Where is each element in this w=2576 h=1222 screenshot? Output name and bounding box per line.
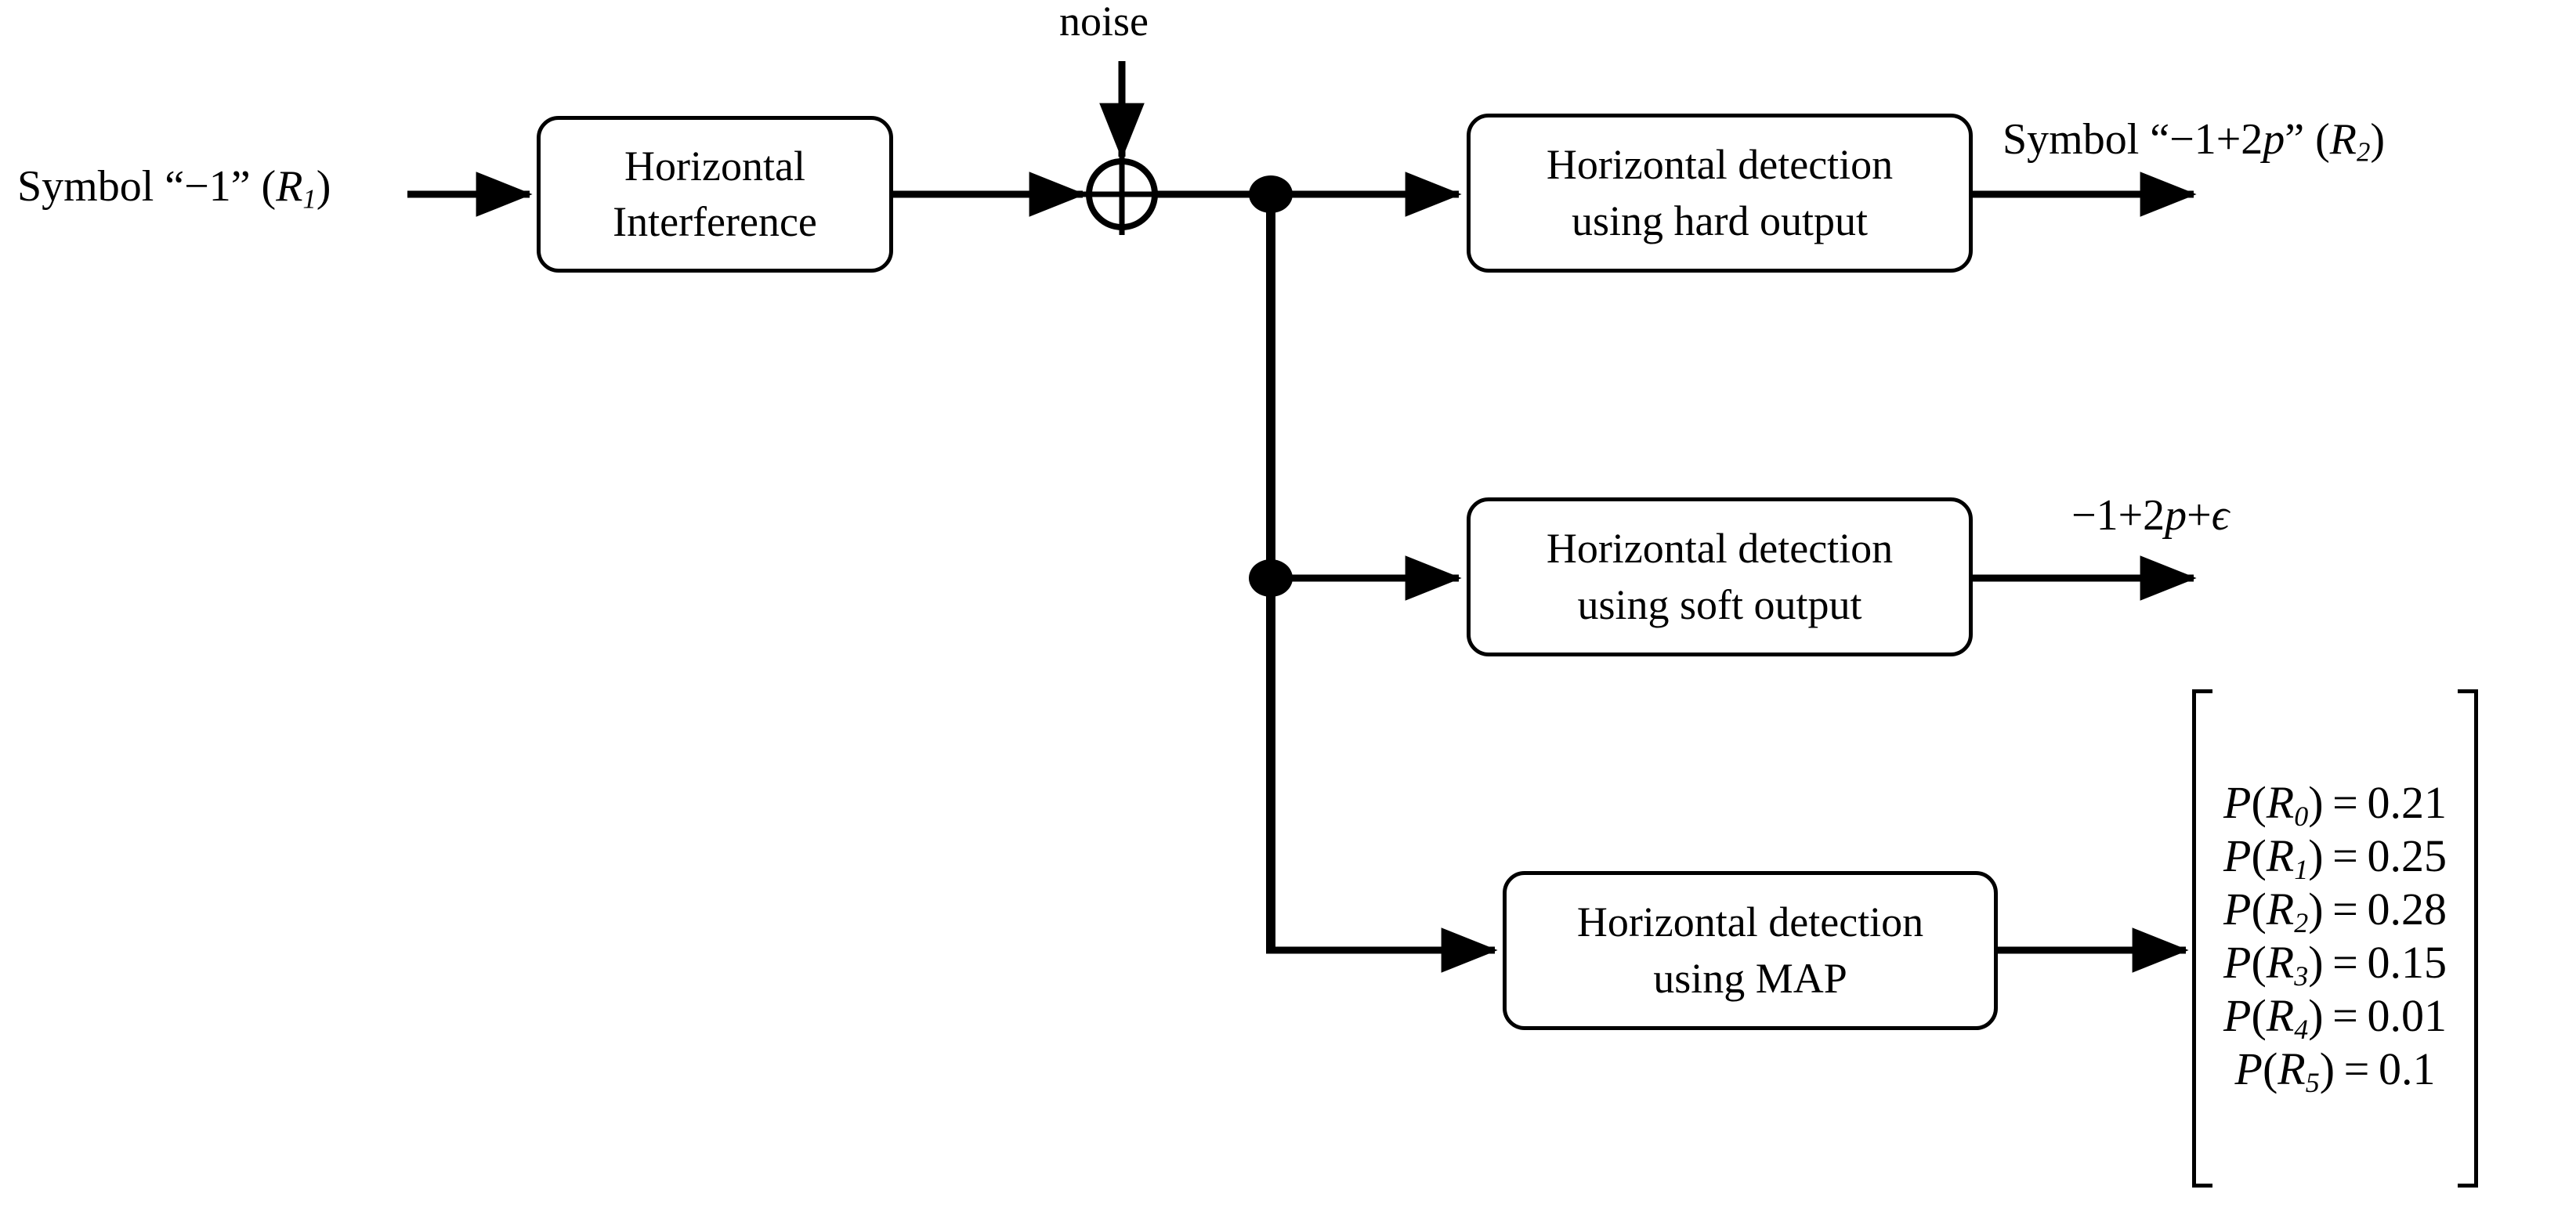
block-horizontal-detection-map[interactable]: Horizontal detection using MAP [1503,871,1998,1030]
block-horizontal-detection-hard[interactable]: Horizontal detection using hard output [1467,114,1973,273]
block-line-1: Horizontal detection [1546,141,1894,189]
junction-dot-1 [1249,175,1293,213]
hard-output-label: Symbol “−1+2p” (R2) [2003,115,2386,168]
block-horizontal-interference[interactable]: Horizontal Interference [537,116,893,273]
matrix-bracket-right [2457,689,2478,1188]
input-symbol-var: R [276,162,303,211]
noise-label: noise [1059,0,1149,45]
matrix-value: 0.01 [2367,990,2447,1042]
junction-dot-2 [1249,559,1293,597]
matrix-value: 0.28 [2367,883,2447,935]
matrix-row: P(R4) = 0.01 [2223,990,2447,1046]
matrix-value: 0.1 [2378,1043,2436,1095]
matrix-row: P(R1) = 0.25 [2223,830,2447,885]
matrix-rows: P(R0) = 0.21 P(R1) = 0.25 P(R2) = 0.28 P… [2212,689,2458,1188]
block-line-1: Horizontal detection [1576,898,1924,946]
block-line-1: Horizontal detection [1546,525,1894,573]
block-line-1: Horizontal [624,142,805,190]
probability-matrix: P(R0) = 0.21 P(R1) = 0.25 P(R2) = 0.28 P… [2192,689,2478,1188]
matrix-row: P(R2) = 0.28 [2223,883,2447,938]
matrix-row: P(R0) = 0.21 [2223,776,2447,832]
block-line-2: using soft output [1577,580,1862,628]
matrix-row: P(R5) = 0.1 [2234,1043,2436,1099]
block-line-2: Interference [613,198,817,245]
matrix-row: P(R3) = 0.15 [2223,937,2447,992]
matrix-value: 0.21 [2367,776,2447,828]
input-symbol-label: Symbol “−1” (R1) [17,162,331,215]
block-horizontal-detection-soft[interactable]: Horizontal detection using soft output [1467,497,1973,656]
epsilon-symbol: ϵ [2211,491,2230,540]
matrix-bracket-left [2192,689,2212,1188]
matrix-value: 0.15 [2367,937,2447,988]
input-symbol-subscript: 1 [302,183,317,215]
matrix-value: 0.25 [2367,830,2447,881]
soft-output-label: −1+2p+ϵ [2071,491,2230,540]
block-line-2: using hard output [1572,197,1868,244]
block-line-2: using MAP [1653,954,1847,1002]
